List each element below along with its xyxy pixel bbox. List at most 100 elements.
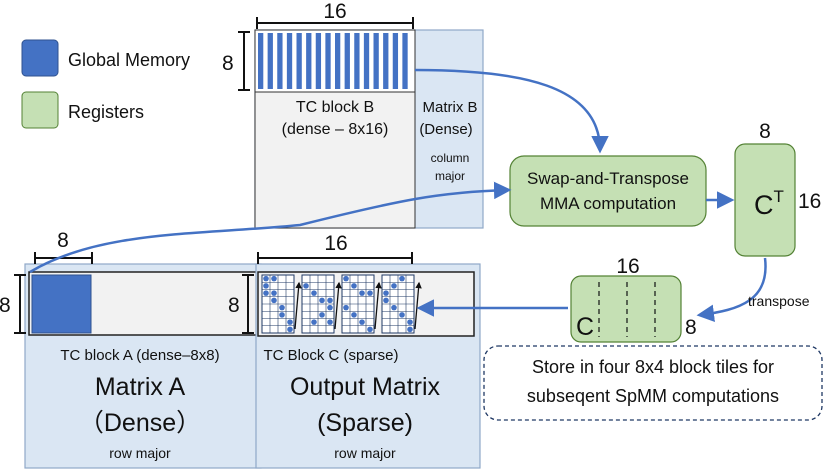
tc-block-b-column bbox=[383, 33, 389, 89]
output-height-label: 8 bbox=[228, 294, 240, 317]
tile-order-arrow bbox=[374, 281, 382, 330]
nonzero-dot bbox=[319, 297, 325, 304]
tc-block-b-column bbox=[296, 33, 302, 89]
nonzero-dot bbox=[367, 290, 373, 296]
nonzero-dot bbox=[399, 312, 405, 318]
output-width-bracket bbox=[257, 252, 413, 264]
matrix-b: TC block B (dense – 8x16) Matrix B (Dens… bbox=[222, 0, 484, 229]
matrix-b-height-bracket bbox=[238, 31, 250, 91]
matrix-a-height-label: 8 bbox=[0, 294, 11, 317]
ct-register-label: CT bbox=[754, 187, 784, 220]
tile-order-arrow bbox=[294, 281, 302, 330]
matrix-b-height-label: 8 bbox=[222, 52, 234, 75]
tc-block-b-column bbox=[344, 33, 350, 89]
mma-box bbox=[509, 155, 707, 227]
matrix-a-title: Matrix A bbox=[95, 373, 186, 401]
nonzero-dot bbox=[327, 319, 333, 325]
mma-label-line2: MMA computation bbox=[540, 194, 676, 213]
tc-block-b-column bbox=[306, 33, 312, 89]
output-width-label: 16 bbox=[324, 232, 347, 255]
nonzero-dot bbox=[383, 290, 389, 296]
nonzero-dot bbox=[399, 275, 405, 282]
nonzero-dot bbox=[271, 275, 277, 282]
matrix-b-width-label: 16 bbox=[323, 0, 346, 23]
output-matrix: TC Block C (sparse) Output Matrix (Spars… bbox=[228, 232, 481, 469]
c-height-label: 8 bbox=[685, 316, 697, 339]
nonzero-dot bbox=[391, 283, 397, 289]
nonzero-dot bbox=[311, 319, 317, 325]
nonzero-dot bbox=[279, 312, 285, 318]
ct-sup: T bbox=[774, 187, 784, 206]
note-line1: Store in four 8x4 block tiles for bbox=[532, 357, 774, 377]
matrix-a-width-bracket bbox=[34, 252, 93, 264]
tc-block-b-column bbox=[258, 33, 264, 89]
matrix-b-label: Matrix B bbox=[422, 99, 477, 116]
nonzero-dot bbox=[263, 275, 269, 282]
nonzero-dot bbox=[263, 290, 269, 296]
matrix-b-width-bracket bbox=[256, 17, 414, 29]
arrow-matrix-b-to-mma bbox=[414, 68, 609, 154]
nonzero-dot bbox=[319, 312, 325, 318]
matrix-b-order-line2: major bbox=[435, 169, 465, 183]
nonzero-dot bbox=[407, 326, 413, 333]
matrix-a-width-label: 8 bbox=[57, 229, 69, 252]
nonzero-dot bbox=[383, 297, 389, 304]
output-height-bracket bbox=[242, 274, 254, 334]
matrix-b-kind: (Dense) bbox=[419, 121, 472, 138]
nonzero-dot bbox=[271, 290, 277, 296]
tc-block-b-column bbox=[325, 33, 331, 89]
tc-block-b-column bbox=[286, 33, 293, 89]
nonzero-dot bbox=[359, 319, 365, 325]
nonzero-dot bbox=[311, 290, 317, 296]
nonzero-dot bbox=[263, 283, 269, 289]
arrow-matrix-a-to-mma bbox=[29, 181, 512, 274]
output-matrix-order: row major bbox=[334, 445, 396, 461]
tc-block-b-column bbox=[335, 33, 341, 89]
ct-base: C bbox=[754, 190, 774, 220]
tc-block-b-column bbox=[277, 33, 283, 89]
tc-block-b-column bbox=[315, 33, 322, 89]
nonzero-dot bbox=[351, 312, 357, 318]
nonzero-dot bbox=[391, 304, 397, 311]
output-matrix-title: Output Matrix bbox=[290, 373, 441, 401]
nonzero-dot bbox=[407, 319, 413, 325]
tc-block-b-column bbox=[267, 33, 273, 89]
tc-block-c-label: TC Block C (sparse) bbox=[263, 347, 398, 364]
c-register-dividers bbox=[598, 282, 656, 337]
tc-block-b-column bbox=[392, 33, 399, 89]
note-line2: subseqent SpMM computations bbox=[527, 386, 779, 406]
c-register-label: C bbox=[576, 313, 594, 341]
nonzero-dot bbox=[327, 297, 333, 304]
tc-block-b-column bbox=[363, 33, 370, 89]
nonzero-dot bbox=[279, 304, 285, 311]
nonzero-dot bbox=[327, 304, 333, 311]
transpose-label: transpose bbox=[748, 293, 810, 309]
output-matrix-kind: (Sparse) bbox=[317, 409, 413, 437]
nonzero-dot bbox=[367, 326, 373, 333]
tc-block-b-label-line2: (dense – 8x16) bbox=[282, 121, 389, 138]
matrix-b-order-line1: column bbox=[431, 151, 470, 165]
nonzero-dot bbox=[271, 297, 277, 304]
tc-block-b-column bbox=[354, 33, 360, 89]
nonzero-dot bbox=[359, 290, 365, 296]
legend-global-memory-swatch bbox=[21, 39, 59, 77]
arrow-ct-to-c-transpose bbox=[696, 257, 767, 322]
tc-block-a-global-tile bbox=[31, 274, 92, 334]
legend-global-memory-label: Global Memory bbox=[68, 50, 190, 70]
tc-block-b-columns bbox=[258, 33, 408, 89]
ct-height-label: 16 bbox=[798, 190, 821, 213]
mma-label-line1: Swap-and-Transpose bbox=[527, 169, 689, 188]
nonzero-dot bbox=[303, 283, 309, 289]
nonzero-dot bbox=[343, 275, 349, 282]
sparse-tile bbox=[261, 274, 302, 334]
ct-register-box bbox=[734, 143, 796, 257]
matrix-a-order: row major bbox=[109, 445, 171, 461]
tc-block-b-label-line1: TC block B bbox=[296, 99, 374, 116]
legend-registers-label: Registers bbox=[68, 102, 144, 122]
matrix-a-kind: （Dense） bbox=[79, 409, 201, 437]
c-width-label: 16 bbox=[616, 255, 639, 278]
note-box bbox=[483, 345, 823, 421]
tc-block-b-column bbox=[373, 33, 379, 89]
tc-block-a-label: TC block A (dense–8x8) bbox=[60, 347, 219, 364]
sparse-tile bbox=[381, 274, 422, 334]
